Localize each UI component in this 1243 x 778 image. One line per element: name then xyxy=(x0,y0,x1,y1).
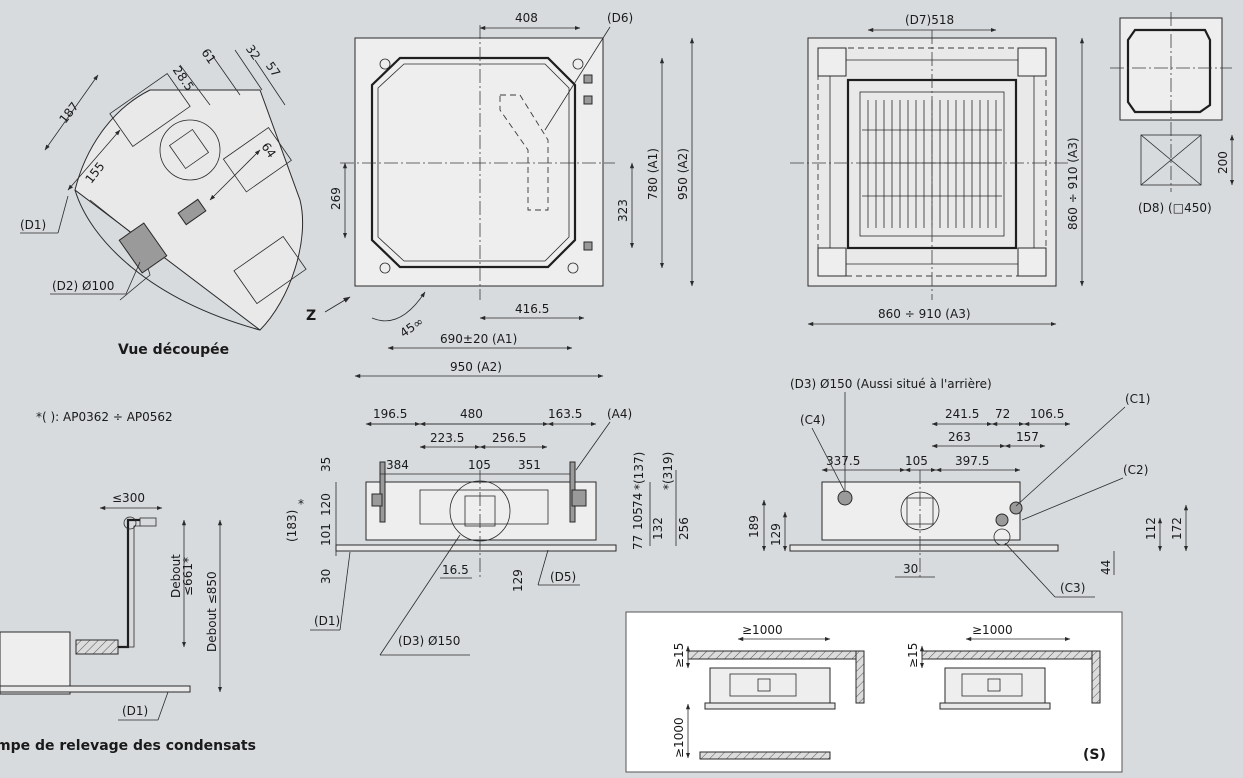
dim-1000-left: ≥1000 xyxy=(742,623,783,637)
label-c4: (C4) xyxy=(800,413,825,427)
label-d1-front: (D1) xyxy=(314,614,340,628)
debout-850: Debout ≤850 xyxy=(205,571,219,652)
dim-120: 120 xyxy=(319,493,333,516)
dim-384: 384 xyxy=(386,458,409,472)
dim-690-a1: 690±20 (A1) xyxy=(440,332,517,346)
dim-1000-vertical: ≥1000 xyxy=(672,717,686,758)
dim-300: ≤300 xyxy=(112,491,145,505)
cutaway-caption: Vue découpée xyxy=(118,342,229,358)
dim-129-front: 129 xyxy=(511,569,525,592)
label-d5: (D5) xyxy=(550,570,576,584)
top-view: 408 (D6) 269 323 780 (A1) 950 (A2) 416.5… xyxy=(306,11,695,379)
dim-1000-right: ≥1000 xyxy=(972,623,1013,637)
dim-28-5: 28.5 xyxy=(170,63,197,93)
dim-129-side: 129 xyxy=(769,523,783,546)
dim-480: 480 xyxy=(460,407,483,421)
label-d8: (D8) (□450) xyxy=(1138,201,1212,215)
dim-183: (183) xyxy=(285,510,299,542)
dim-241-5: 241.5 xyxy=(945,407,979,421)
dim-105-front: 105 xyxy=(468,458,491,472)
dim-30-side: 30 xyxy=(903,562,918,576)
dim-319: *(319) xyxy=(661,452,675,490)
angle-45: 45∞ xyxy=(397,314,426,340)
dim-61: 61 xyxy=(199,46,219,67)
cutaway-view: 187 155 28.5 61 32 57 64 (D1) (D2) Ø100 … xyxy=(20,42,307,358)
dim-269: 269 xyxy=(329,187,343,210)
label-d6: (D6) xyxy=(607,11,633,25)
dim-263: 263 xyxy=(948,430,971,444)
pump-view: ≤300 Debout ≤661* Debout ≤850 (D1) mpe d… xyxy=(0,491,256,754)
z-arrow-label: Z xyxy=(306,308,316,324)
dim-105-vertical: 105 xyxy=(631,507,645,530)
debout-661-a: Debout xyxy=(169,554,183,598)
dim-137: *(137) xyxy=(632,452,646,490)
debout-661-b: ≤661* xyxy=(181,557,195,596)
dim-44: 44 xyxy=(1099,560,1113,575)
dim-30-front: 30 xyxy=(319,569,333,584)
dim-323: 323 xyxy=(616,199,630,222)
dim-223-5: 223.5 xyxy=(430,431,464,445)
dim-77: 77 xyxy=(631,535,645,550)
dim-397-5: 397.5 xyxy=(955,454,989,468)
dim-16-5: 16.5 xyxy=(442,563,469,577)
dim-a3-vertical: 860 ÷ 910 (A3) xyxy=(1066,137,1080,230)
dim-15-left: ≥15 xyxy=(672,643,686,668)
small-view: 200 (D8) (□450) xyxy=(1110,12,1235,215)
label-d2-diameter: (D2) Ø100 xyxy=(52,279,114,293)
dim-416-5: 416.5 xyxy=(515,302,549,316)
dim-157: 157 xyxy=(1016,430,1039,444)
dim-74: 74 xyxy=(631,493,645,508)
dim-72: 72 xyxy=(995,407,1010,421)
dim-112: 112 xyxy=(1144,517,1158,540)
dim-101: 101 xyxy=(319,523,333,546)
dim-163-5: 163.5 xyxy=(548,407,582,421)
dim-172: 172 xyxy=(1170,517,1184,540)
side-view: (D3) Ø150 (Aussi situé à l'arrière) (C1)… xyxy=(747,377,1189,598)
model-note: *( ): AP0362 ÷ AP0562 xyxy=(36,410,173,424)
dim-351: 351 xyxy=(518,458,541,472)
dim-337-5: 337.5 xyxy=(826,454,860,468)
clearance-box: ≥1000 ≥15 ≥1000 ≥1000 ≥15 (S) xyxy=(625,611,1123,773)
dim-950-a2-horizontal: 950 (A2) xyxy=(450,360,502,374)
dim-32: 32 xyxy=(243,42,263,63)
label-d1-cutaway: (D1) xyxy=(20,218,46,232)
label-s: (S) xyxy=(1083,747,1106,763)
label-c1: (C1) xyxy=(1125,392,1150,406)
dim-35: 35 xyxy=(319,457,333,472)
pump-caption: mpe de relevage des condensats xyxy=(0,738,256,754)
label-d3-front: (D3) Ø150 xyxy=(398,634,460,648)
label-c3: (C3) xyxy=(1060,581,1085,595)
dim-780-a1: 780 (A1) xyxy=(646,148,660,200)
dim-183-star: * xyxy=(298,497,304,511)
dim-408: 408 xyxy=(515,11,538,25)
dim-15-right: ≥15 xyxy=(906,643,920,668)
dim-105-side: 105 xyxy=(905,454,928,468)
dim-256: 256 xyxy=(677,517,691,540)
dim-200: 200 xyxy=(1216,151,1230,174)
dim-189: 189 xyxy=(747,515,761,538)
dim-950-a2-vertical: 950 (A2) xyxy=(676,148,690,200)
dim-106-5: 106.5 xyxy=(1030,407,1064,421)
front-view: 196.5 480 163.5 (A4) 223.5 256.5 384 105… xyxy=(285,407,691,656)
dim-132: 132 xyxy=(651,517,665,540)
dim-d7-518: (D7)518 xyxy=(905,13,954,27)
label-d1-pump: (D1) xyxy=(122,704,148,718)
dim-196-5: 196.5 xyxy=(373,407,407,421)
dim-256-5: 256.5 xyxy=(492,431,526,445)
label-c2: (C2) xyxy=(1123,463,1148,477)
panel-view: (D7)518 860 ÷ 910 (A3) 860 ÷ 910 (A3) xyxy=(790,13,1085,327)
label-a4: (A4) xyxy=(607,407,632,421)
dim-a3-horizontal: 860 ÷ 910 (A3) xyxy=(878,307,971,321)
label-d3-side: (D3) Ø150 (Aussi situé à l'arrière) xyxy=(790,377,992,391)
